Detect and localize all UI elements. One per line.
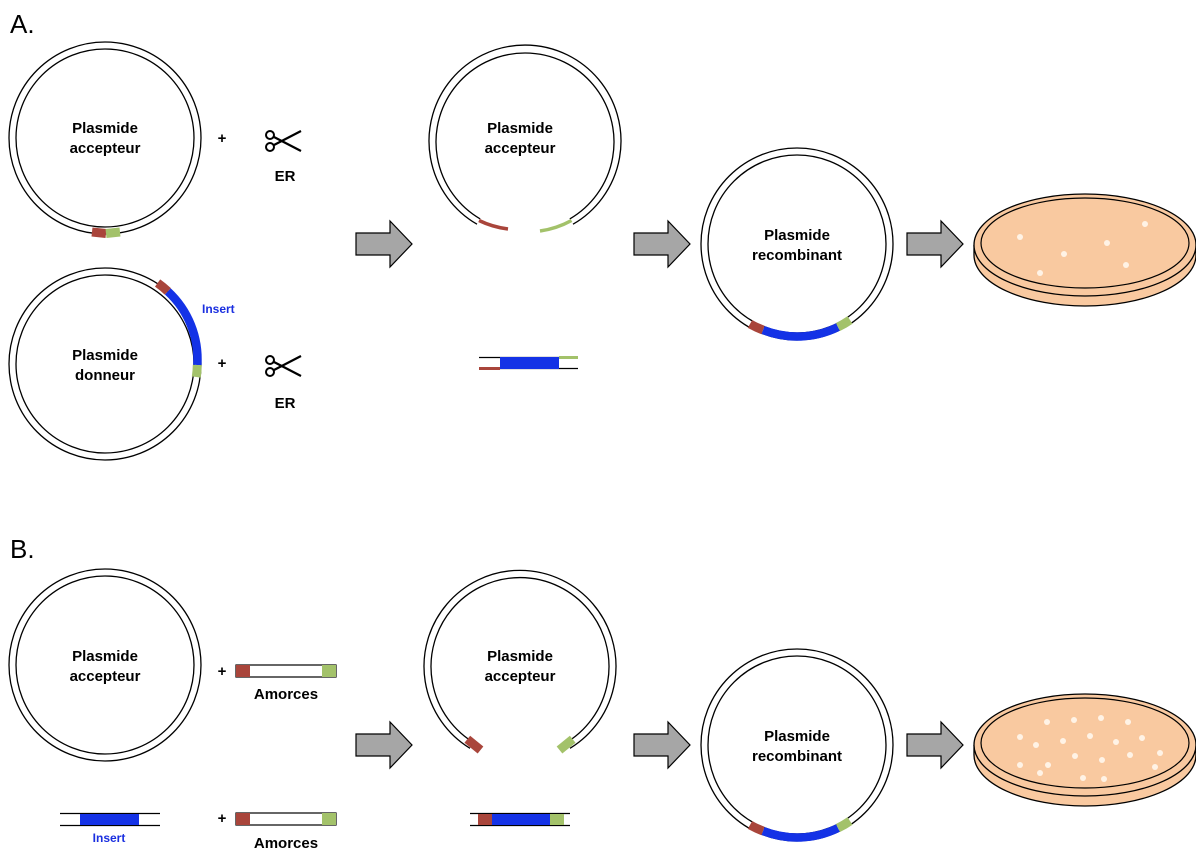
cut-label-2: accepteur <box>485 668 556 685</box>
petri-dish-icon <box>973 193 1196 307</box>
arrow-icon <box>906 219 964 269</box>
plus-sign: + <box>218 810 227 827</box>
plus-sign: + <box>218 663 227 680</box>
recombinant-label-1: Plasmide <box>764 227 830 244</box>
donor-label-1: Plasmide <box>72 347 138 364</box>
recombinant-label-2: recombinant <box>752 247 842 264</box>
green-overhang <box>539 218 573 233</box>
acceptor-label-1: Plasmide <box>72 120 138 137</box>
brick-site <box>747 320 765 335</box>
insert-segment <box>761 323 840 341</box>
primer-pair <box>235 664 337 678</box>
primer-pair <box>235 812 337 826</box>
donor-label-2: donneur <box>75 367 135 384</box>
insert-label: Insert <box>202 302 235 316</box>
arrow-icon <box>906 720 964 770</box>
plus-sign: + <box>218 355 227 372</box>
brick-site <box>747 821 765 836</box>
green-site <box>835 316 853 332</box>
insert-segment <box>164 288 202 366</box>
arrow-icon <box>633 219 691 269</box>
green-site <box>191 364 202 378</box>
cut-label-2: accepteur <box>485 140 556 157</box>
plus-sign: + <box>218 130 227 147</box>
panel-a-label: A. <box>10 9 35 39</box>
donor-plasmid: Insert Plasmide donneur <box>8 267 235 461</box>
scissors-icon <box>265 130 302 152</box>
arrow-icon <box>355 219 413 269</box>
insert-fragment-a <box>479 356 578 370</box>
enzyme-label: ER <box>275 395 296 412</box>
arrow-icon <box>633 720 691 770</box>
brick-site <box>464 735 484 754</box>
insert-label: Insert <box>93 831 126 845</box>
insert-fragment-b: Insert <box>60 812 160 845</box>
primers-label: Amorces <box>254 835 318 851</box>
recombinant-label-2: recombinant <box>752 748 842 765</box>
enzyme-label: ER <box>275 168 296 185</box>
linearized-acceptor-b: Plasmide accepteur <box>423 569 617 754</box>
linearized-acceptor-a: Plasmide accepteur <box>428 44 622 233</box>
primers-label: Amorces <box>254 686 318 703</box>
acceptor-label-2: accepteur <box>70 668 141 685</box>
acceptor-plasmid-a: Plasmide accepteur <box>8 41 202 238</box>
colonies <box>1017 221 1148 276</box>
petri-dish-icon <box>973 693 1196 807</box>
brick-overhang <box>478 218 509 231</box>
colonies <box>1017 715 1163 782</box>
insert-segment <box>761 824 840 842</box>
recombinant-plasmid-b: Plasmide recombinant <box>700 648 894 842</box>
brick-site <box>154 279 171 295</box>
acceptor-label-1: Plasmide <box>72 648 138 665</box>
brick-site <box>91 227 107 238</box>
panel-b-label: B. <box>10 534 35 564</box>
cut-label-1: Plasmide <box>487 120 553 137</box>
pcr-product-b <box>470 812 570 827</box>
recombinant-plasmid-a: Plasmide recombinant <box>700 147 894 341</box>
green-site <box>105 227 121 238</box>
green-site <box>556 735 576 754</box>
scissors-icon <box>265 355 302 377</box>
cut-label-1: Plasmide <box>487 648 553 665</box>
arrow-icon <box>355 720 413 770</box>
recombinant-label-1: Plasmide <box>764 728 830 745</box>
green-site <box>835 817 853 833</box>
acceptor-plasmid-b: Plasmide accepteur <box>8 568 202 762</box>
acceptor-label-2: accepteur <box>70 140 141 157</box>
